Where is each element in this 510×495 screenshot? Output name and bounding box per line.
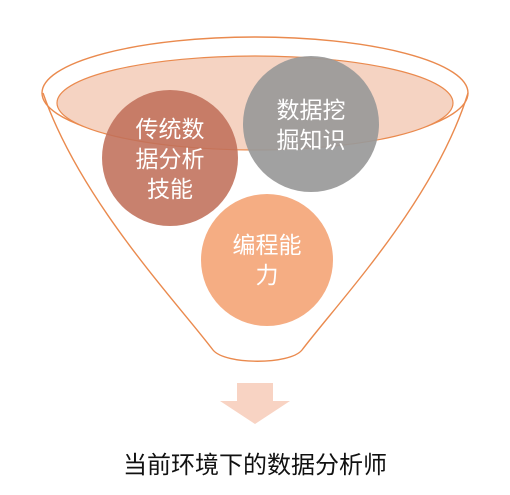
circle-traditional-analysis-shape [102,90,238,226]
circle-traditional-analysis: 传统数 据分析 技能 [102,90,238,226]
circle-data-mining-line-2: 掘知识 [277,128,346,154]
circle-data-mining: 数据挖 掘知识 [243,56,379,192]
circle-data-mining-line-1: 数据挖 [277,98,346,124]
circle-traditional-analysis-line-1: 传统数 [136,117,205,143]
circle-programming-line-2: 力 [256,263,279,289]
down-arrow-icon [220,383,290,424]
funnel-body [42,92,469,362]
diagram-caption: 当前环境下的数据分析师 [123,451,387,479]
circle-programming: 编程能 力 [201,194,333,326]
circle-traditional-analysis-line-3: 技能 [147,177,193,203]
circle-programming-line-1: 编程能 [233,233,302,259]
circle-traditional-analysis-line-2: 据分析 [136,147,205,173]
circle-data-mining-shape [243,56,379,192]
circle-programming-shape [201,194,333,326]
